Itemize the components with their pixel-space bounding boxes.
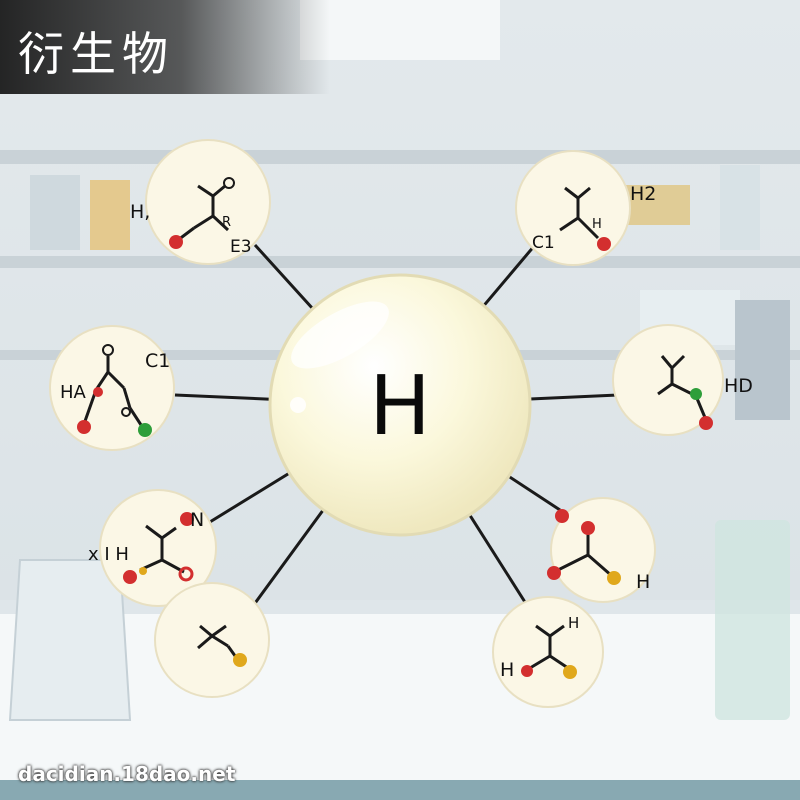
molecule-label: H: [568, 614, 579, 632]
molecule-label: N: [190, 509, 204, 531]
molecule-bubble-3: C1 HA: [49, 325, 175, 451]
molecule-bubble-4: HD: [612, 324, 753, 436]
watermark: dacidian.18dao.net: [18, 762, 236, 786]
molecule-label: R: [222, 215, 231, 230]
molecule-label: H: [500, 659, 514, 681]
molecule-bubble-7: H: [547, 497, 656, 603]
page-title: 衍生物: [18, 27, 174, 81]
molecule-bubble-5: N x I H: [88, 489, 217, 607]
molecule-label: H: [592, 217, 602, 232]
molecule-label: H2: [630, 183, 656, 205]
molecule-label: HD: [724, 375, 753, 397]
molecule-bubble-8: H H: [492, 596, 604, 708]
molecule-label: x I H: [88, 544, 129, 565]
molecule-label: C1: [532, 233, 555, 253]
center-bubble: H: [268, 273, 532, 537]
center-label: H: [369, 359, 431, 454]
molecule-label: HA: [60, 382, 87, 403]
molecule-bubble-6: [154, 582, 270, 698]
molecule-label: E3: [230, 237, 252, 257]
molecule-label: H,: [130, 201, 150, 223]
molecule-label: H: [636, 571, 650, 593]
molecule-bubble-2: H2 C1 H: [515, 150, 656, 266]
title-band: [0, 0, 330, 94]
molecule-bubble-1: H, E3 R: [130, 139, 271, 265]
molecule-label: C1: [145, 350, 170, 372]
